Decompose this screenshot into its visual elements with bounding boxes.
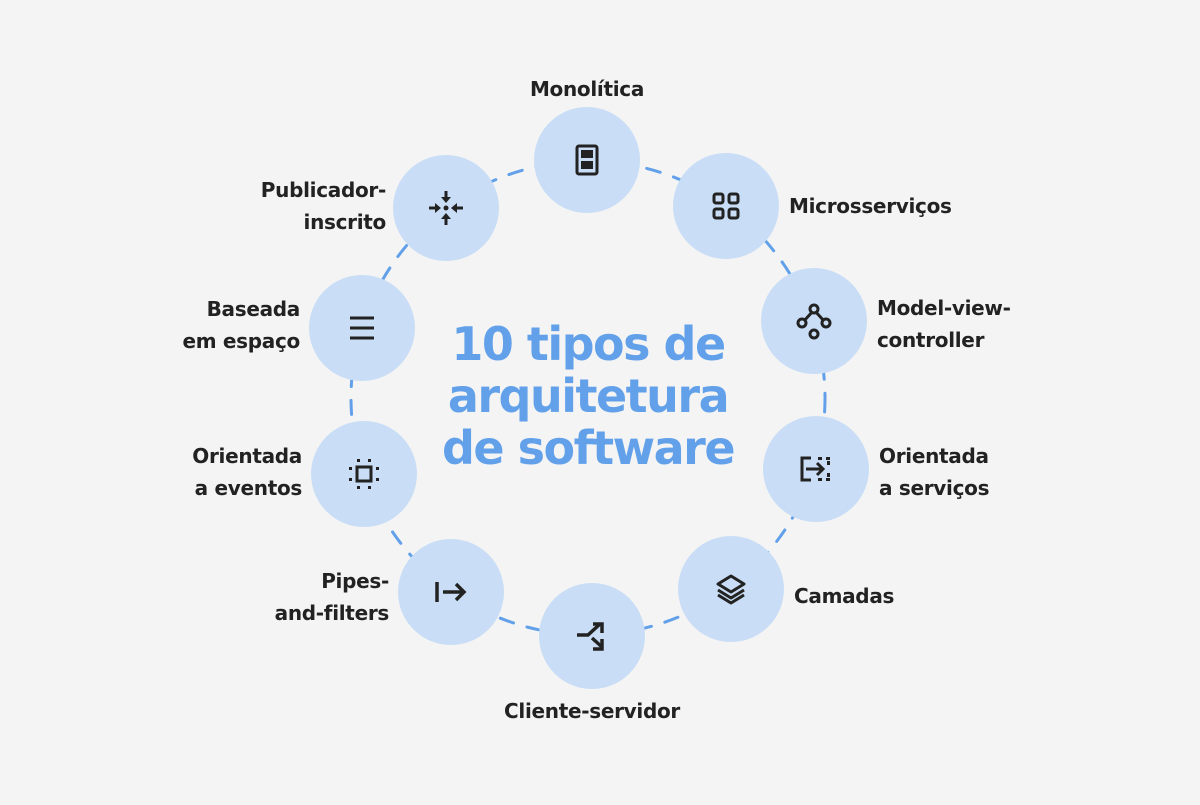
node-orientada-eventos: [311, 421, 417, 527]
nodes-tree-icon: [796, 303, 832, 340]
label-cliente-servidor: Cliente-servidor: [504, 699, 680, 723]
node-orientada-servicos: [763, 416, 869, 522]
node-camadas: [678, 536, 784, 642]
menu-lines-icon: [350, 316, 374, 340]
label-model-view-controller: Model-view- controller: [877, 296, 1011, 352]
grid-icon: [712, 192, 740, 220]
node-pipes-and-filters: [398, 539, 504, 645]
split-arrows-icon: [577, 622, 604, 651]
label-publicador-inscrito: Publicador- inscrito: [260, 178, 387, 234]
export-arrow-icon: [800, 456, 830, 482]
label-baseada-espaco: Baseada em espaço: [182, 297, 300, 353]
select-square-icon: [349, 459, 379, 489]
layers-icon: [716, 574, 746, 605]
label-monolitica: Monolítica: [529, 77, 645, 101]
arrow-to-right-icon: [435, 582, 467, 602]
node-monolitica: [534, 107, 640, 213]
monolith-icon: [575, 144, 599, 176]
node-cliente-servidor: [539, 583, 645, 689]
node-publicador-inscrito: [393, 155, 499, 261]
diagram-title: 10 tipos de arquitetura de software: [441, 317, 736, 475]
node-baseada-espaco: [309, 275, 415, 381]
node-microsservicos: [673, 153, 779, 259]
label-orientada-eventos: Orientada a eventos: [192, 444, 302, 500]
label-pipes-and-filters: Pipes- and-filters: [274, 569, 390, 625]
converge-arrows-icon: [429, 191, 463, 225]
label-microsservicos: Microsserviços: [789, 194, 952, 218]
label-orientada-servicos: Orientada a serviços: [879, 444, 990, 500]
node-model-view-controller: [761, 268, 867, 374]
label-camadas: Camadas: [794, 584, 895, 608]
